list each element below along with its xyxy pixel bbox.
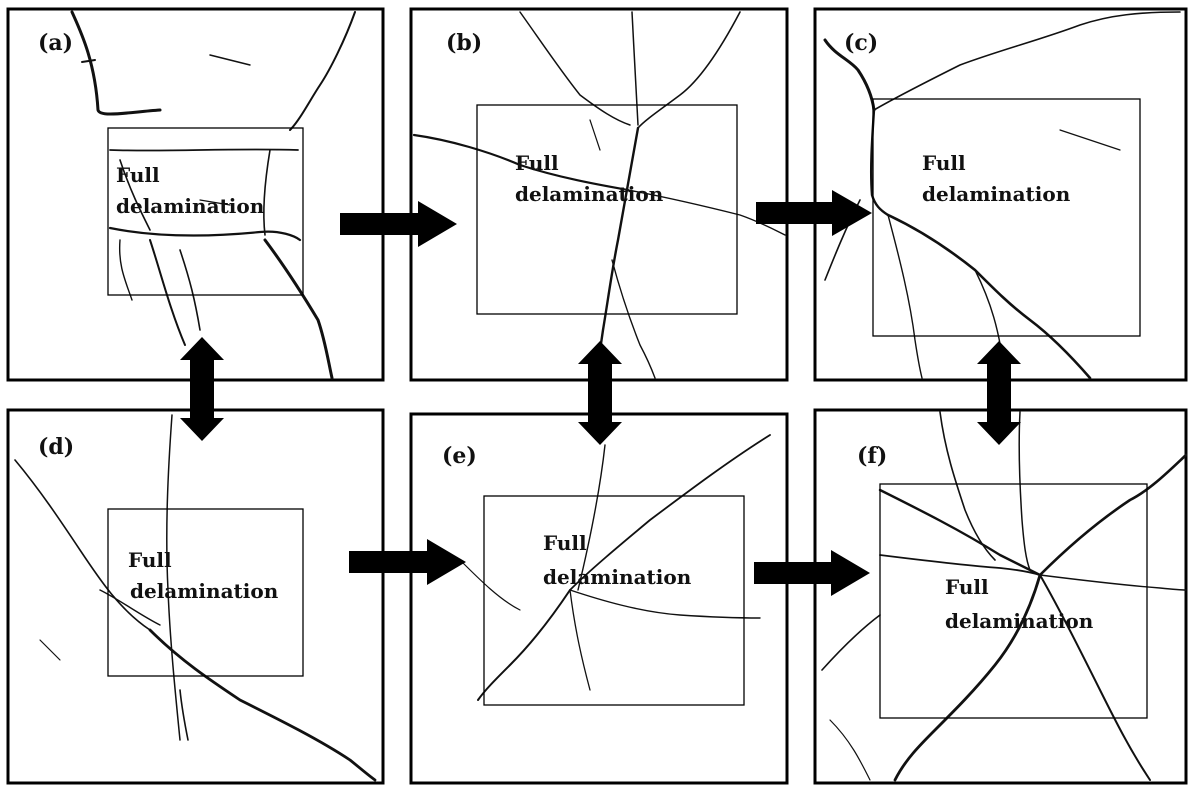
panel-c-box-label-line1: Full <box>922 151 966 175</box>
panel-e-label: (e) <box>442 443 477 469</box>
panel-a-box-label-line1: Full <box>116 163 160 187</box>
panel-f-frame <box>813 408 1188 785</box>
panel-e-box-label-line2: delamination <box>543 565 692 589</box>
panel-c-label: (c) <box>844 30 878 56</box>
panel-d-label: (d) <box>38 434 74 460</box>
panel-a-label: (a) <box>38 30 73 56</box>
panel-b-cracks <box>412 11 786 380</box>
panel-c-delamination-box <box>872 98 1141 337</box>
panel-a: (a) Full delamination <box>6 7 385 382</box>
panel-d-cracks <box>14 414 377 782</box>
panel-b-box-label-line1: Full <box>515 151 559 175</box>
panel-b-box-label-line2: delamination <box>515 182 664 206</box>
double-arrow-c-f <box>977 341 1021 445</box>
panel-e-cracks <box>459 434 771 701</box>
panel-e-delamination-box <box>483 495 745 706</box>
panel-d-delamination-box <box>107 508 304 677</box>
panel-f: (f) Full delamination <box>813 408 1188 785</box>
panel-d-box-label-line1: Full <box>128 548 172 572</box>
panel-b-label: (b) <box>446 30 482 56</box>
panel-a-box-label-line2: delamination <box>116 194 265 218</box>
panel-f-cracks <box>821 411 1188 782</box>
panel-a-delamination-box <box>107 127 304 296</box>
panel-e-box-label-line1: Full <box>543 531 587 555</box>
panel-d-box-label-line2: delamination <box>130 579 279 603</box>
panel-c-frame <box>813 7 1188 382</box>
arrow-b-to-c <box>756 190 872 236</box>
panel-b-delamination-box <box>476 104 738 315</box>
panel-f-box-label-line2: delamination <box>945 609 1094 633</box>
panel-e: (e) Full delamination <box>409 412 789 785</box>
panel-d: (d) Full delamination <box>6 408 385 785</box>
arrow-a-to-b <box>340 201 457 247</box>
panel-f-box-label-line1: Full <box>945 575 989 599</box>
panel-d-frame <box>6 408 385 785</box>
double-arrow-b-e <box>578 341 622 445</box>
panel-a-frame <box>6 7 385 382</box>
panel-a-cracks <box>70 10 356 380</box>
double-arrow-a-d <box>180 337 224 441</box>
panel-c: (c) Full delamination <box>813 7 1188 382</box>
panel-f-delamination-box <box>879 483 1148 719</box>
panel-f-label: (f) <box>857 443 887 469</box>
arrows <box>180 190 1021 596</box>
arrow-e-to-f <box>754 550 870 596</box>
panel-c-box-label-line2: delamination <box>922 182 1071 206</box>
panel-b: (b) Full delamination <box>409 7 789 382</box>
arrow-d-to-e <box>349 539 466 585</box>
